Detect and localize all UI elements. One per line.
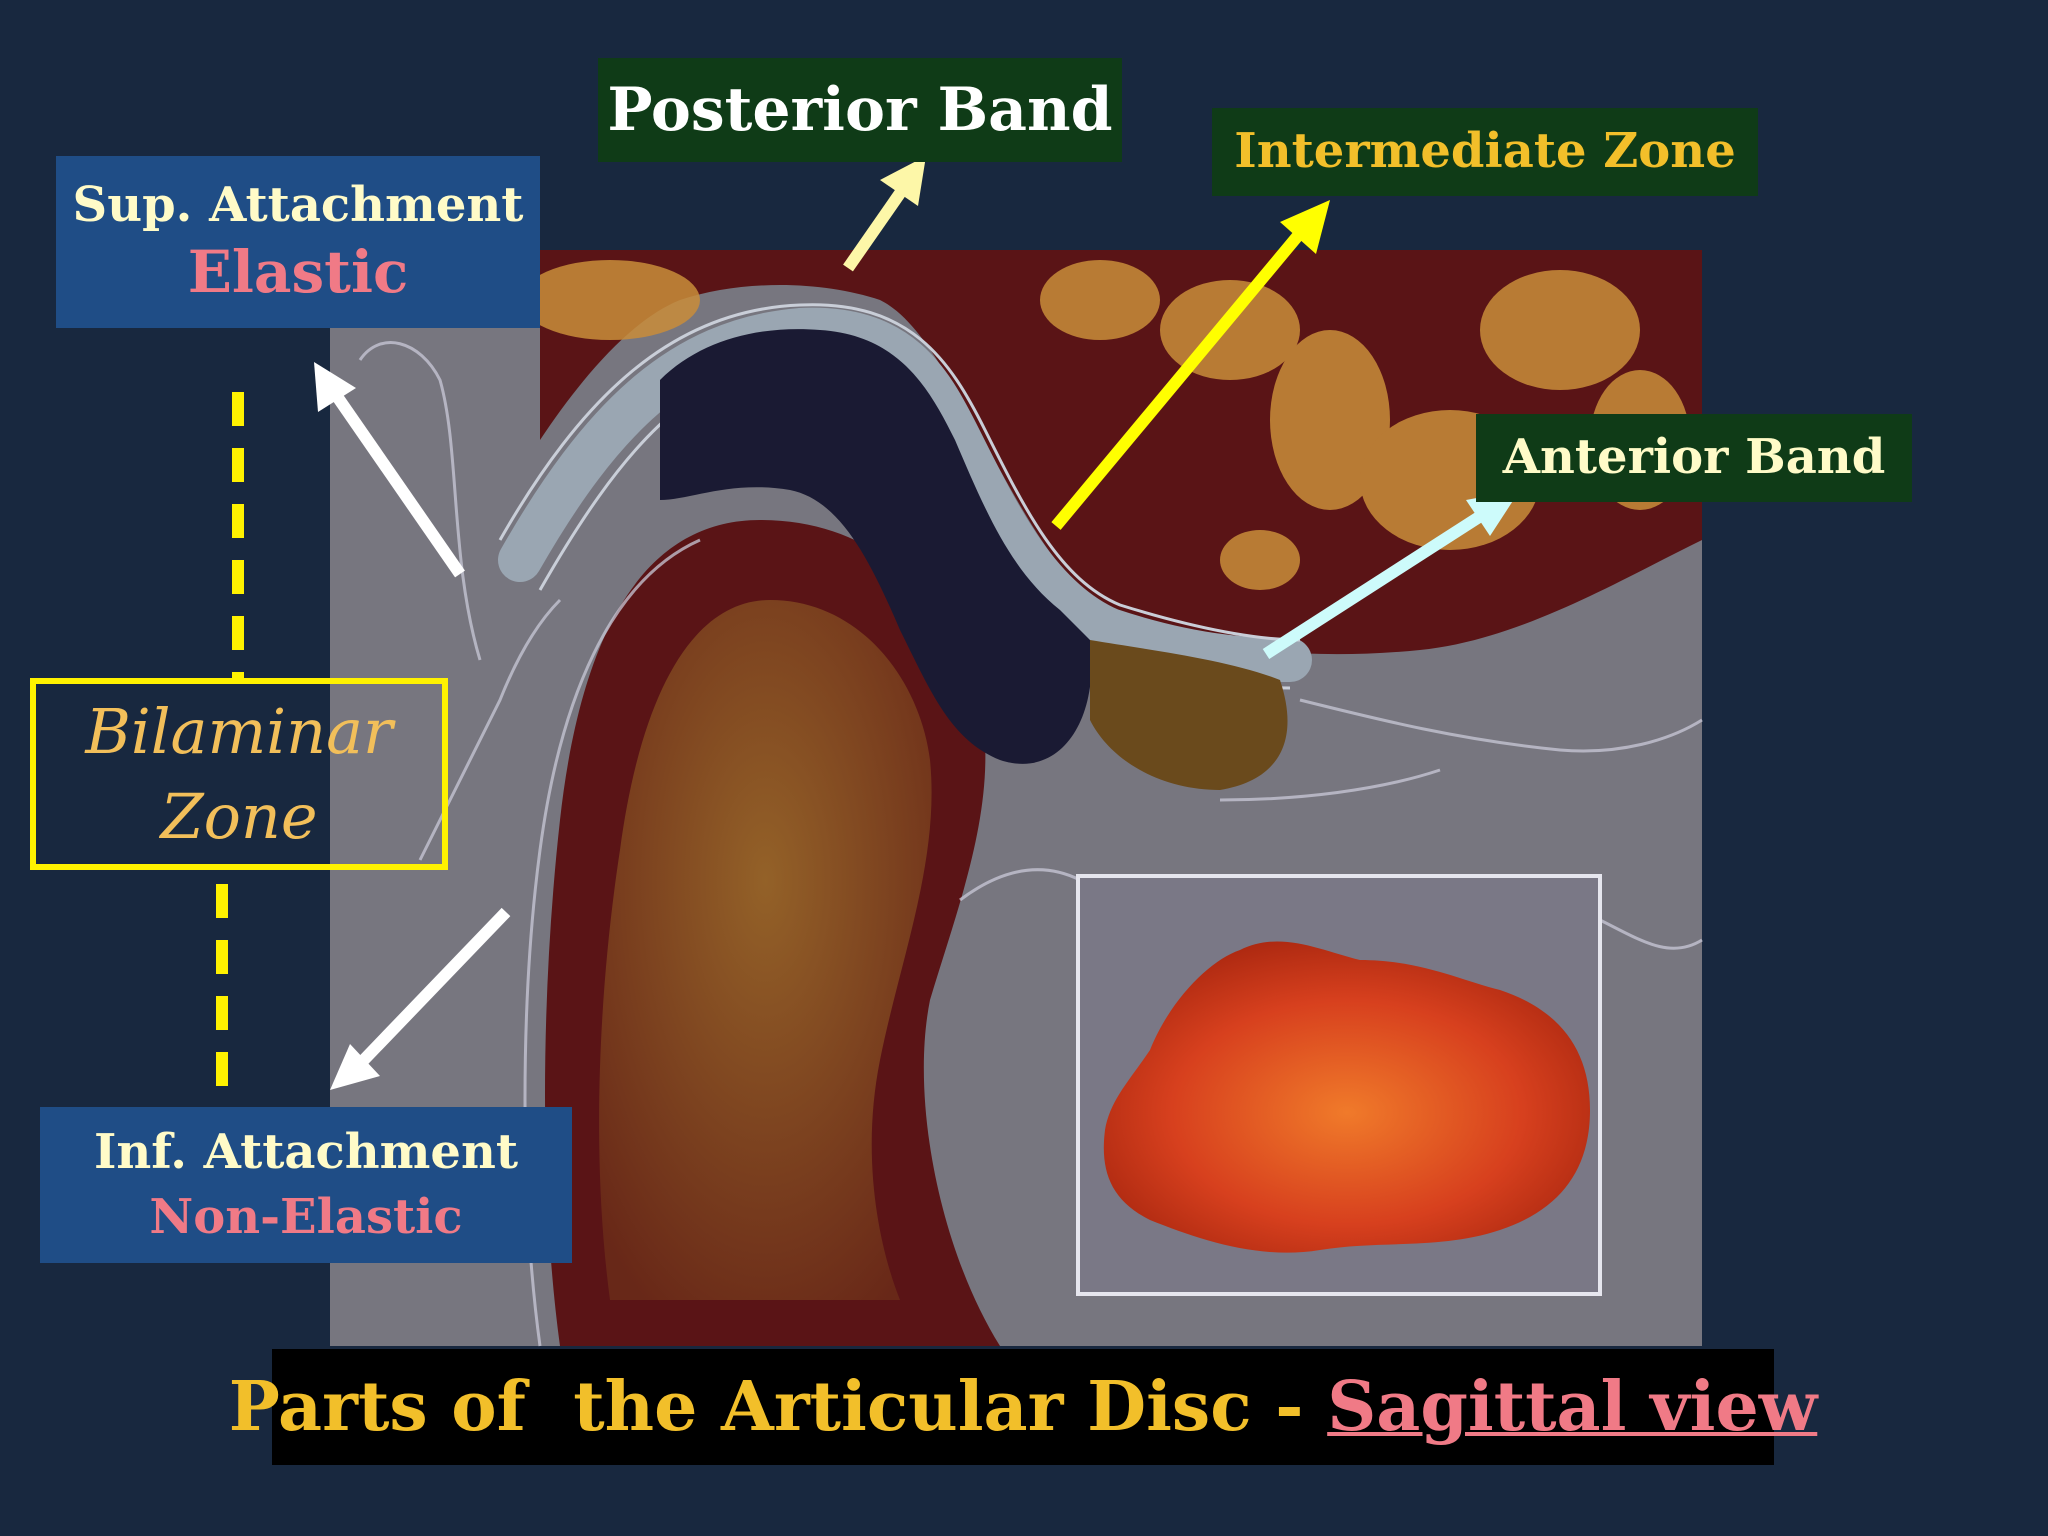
sup-attachment-label: Sup. Attachment Elastic <box>56 156 540 328</box>
arrow-posterior-band <box>843 156 926 272</box>
intermediate-zone-label: Intermediate Zone <box>1212 108 1758 196</box>
posterior-band-text: Posterior Band <box>607 74 1113 145</box>
title-highlight: Sagittal view <box>1327 1367 1818 1447</box>
inf-attachment-type: Non-Elastic <box>149 1189 463 1245</box>
anterior-band-mass <box>1090 640 1288 790</box>
arrow-intermediate-zone <box>1051 200 1330 530</box>
joint-space <box>660 329 1092 764</box>
arrow-inf-attachment <box>330 907 511 1090</box>
arrow-sup-attachment <box>314 362 465 578</box>
bilaminar-line1: Bilaminar <box>85 694 393 768</box>
specimen <box>1103 941 1590 1253</box>
inf-attachment-label: Inf. Attachment Non-Elastic <box>40 1107 572 1263</box>
posterior-band-label: Posterior Band <box>598 58 1122 162</box>
bilaminar-zone-label: Bilaminar Zone <box>30 678 448 870</box>
inf-attachment-text: Inf. Attachment <box>93 1123 519 1180</box>
intermediate-zone-text: Intermediate Zone <box>1234 123 1736 180</box>
title-main: Parts of the Articular Disc - <box>228 1367 1328 1447</box>
slide-title: Parts of the Articular Disc - Sagittal v… <box>229 1349 1817 1465</box>
anterior-band-text: Anterior Band <box>1502 429 1886 486</box>
bilaminar-line2: Zone <box>160 780 318 853</box>
condyle-core <box>599 600 932 1300</box>
anterior-band-label: Anterior Band <box>1476 414 1912 502</box>
sup-attachment-type: Elastic <box>187 238 409 307</box>
sup-attachment-text: Sup. Attachment <box>72 177 524 234</box>
